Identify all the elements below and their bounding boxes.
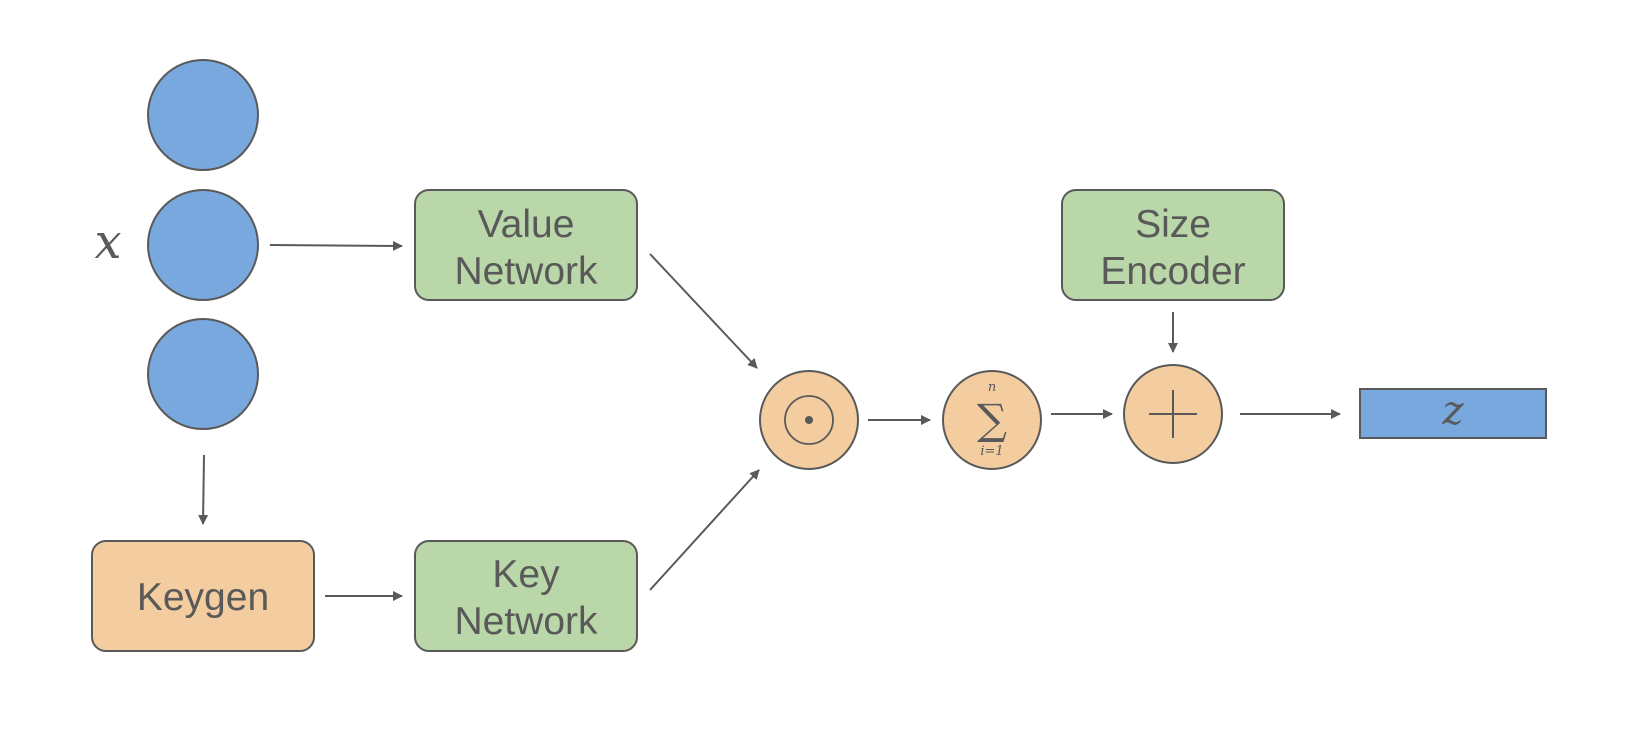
value-network-box: Value Network <box>414 189 638 301</box>
input-nodes <box>147 59 259 430</box>
arrow-value-network-to-hadamard <box>649 253 758 369</box>
output-z: z <box>1359 388 1547 439</box>
input-label: x <box>94 214 121 270</box>
keygen-label: Keygen <box>137 576 269 619</box>
connections <box>198 240 1341 601</box>
add-operator <box>1123 364 1223 464</box>
keygen-rect <box>91 540 315 652</box>
sum-operator: ∑ n i=1 <box>942 370 1042 470</box>
arrow-input-to-keygen <box>198 454 209 525</box>
key-network-label-line1: Key <box>492 553 560 596</box>
key-network-rect <box>414 540 638 652</box>
input-node-middle <box>147 189 259 301</box>
sum-upper-limit: n <box>988 380 996 395</box>
value-network-label-line1: Value <box>478 203 575 246</box>
hadamard-operator <box>759 370 859 470</box>
sum-operator-circle <box>942 370 1042 470</box>
input-node-top <box>147 59 259 171</box>
size-encoder-rect <box>1061 189 1285 301</box>
key-network-label-line2: Network <box>454 600 598 643</box>
size-encoder-label-line2: Encoder <box>1100 250 1245 293</box>
circle-dot-icon <box>784 395 834 445</box>
sum-lower-limit: i=1 <box>980 444 1003 459</box>
size-encoder-label-line1: Size <box>1135 203 1211 246</box>
plus-icon <box>1149 390 1197 438</box>
arrow-key-network-to-hadamard <box>649 469 760 591</box>
keygen-box: Keygen <box>91 540 315 652</box>
value-network-label-line2: Network <box>454 250 598 293</box>
value-network-rect <box>414 189 638 301</box>
summation-icon: ∑ <box>977 395 1007 444</box>
input-node-bottom <box>147 318 259 430</box>
size-encoder-box: Size Encoder <box>1061 189 1285 301</box>
key-network-box: Key Network <box>414 540 638 652</box>
output-label: z <box>1441 388 1464 434</box>
output-rect <box>1359 388 1547 439</box>
arrow-input-to-value-network <box>269 240 403 251</box>
